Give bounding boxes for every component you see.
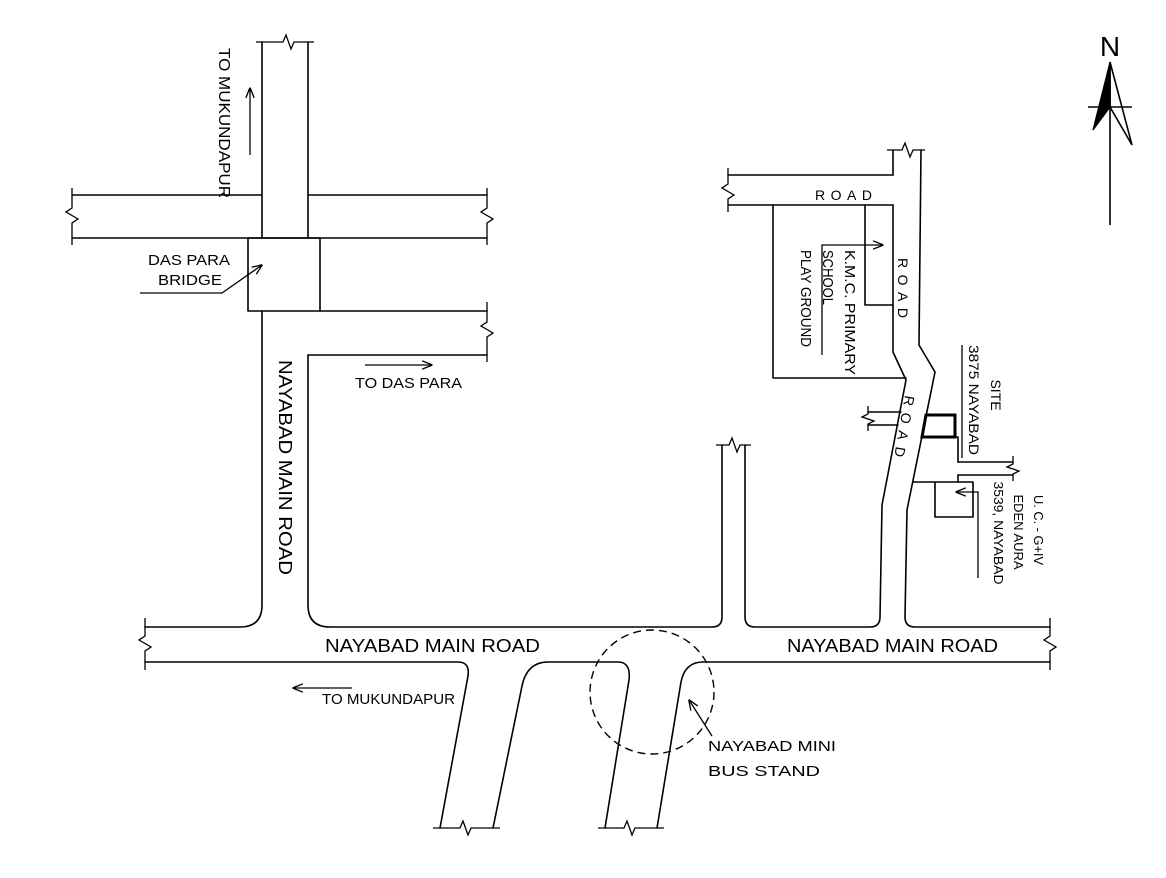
road-vertical-label: ROAD — [895, 258, 911, 318]
school-label-line3: PLAY GROUND — [797, 250, 814, 347]
south-branch-middle — [492, 661, 631, 829]
narrow-lane-break-mark — [716, 436, 751, 454]
das-para-bridge-label-line1: DAS PARA — [148, 252, 230, 269]
top-road-break-mark — [720, 168, 736, 212]
bus-stand-label-line2: BUS STAND — [708, 763, 820, 780]
to-mukundapur-north-label: TO MUKUNDAPUR — [215, 48, 232, 198]
main-road-east-break-mark — [1042, 618, 1058, 670]
eden-aura-pointer-arrow — [956, 492, 979, 578]
eden-aura-outline-annex — [934, 481, 974, 518]
to-mukundapur-west-label: TO MUKUNDAPUR — [322, 691, 455, 708]
road-north-break-mark — [887, 141, 925, 159]
bus-stand-label-line1: NAYABAD MINI — [708, 738, 836, 755]
cross-road-east-break-mark — [479, 188, 495, 245]
east-lane-break-mark — [1005, 456, 1021, 481]
north-road-break-mark — [256, 33, 314, 51]
eden-aura-label-line3: 3539, NAYABAD — [991, 482, 1006, 585]
nayabad-main-road-vertical-label: NAYABAD MAIN ROAD — [275, 360, 295, 575]
das-para-bridge — [247, 237, 321, 312]
school-label-line1: K.M.C. PRIMARY — [841, 250, 858, 375]
school-play-ground-outline — [772, 204, 907, 379]
map-labels: TO MUKUNDAPUR DAS PARA BRIDGE TO DAS PAR… — [148, 48, 1046, 780]
road-diagonal-label: ROAD — [891, 394, 918, 458]
side-lane-break-mark — [860, 406, 876, 431]
main-road-south-edge-west — [144, 661, 470, 829]
main-road-south-edge-east — [656, 661, 1051, 829]
site-plot — [920, 413, 957, 439]
direction-arrows — [140, 88, 713, 737]
south-branch-east-break-mark — [598, 819, 664, 837]
bus-stand-pointer-arrow — [689, 700, 713, 737]
north-arrow-icon: N — [1088, 31, 1133, 225]
main-road-south — [137, 618, 1058, 837]
main-road-west-break-mark — [137, 618, 153, 670]
das-para-roads — [64, 33, 723, 628]
main-road-vertical-west-edge — [144, 310, 263, 628]
nayabad-main-road-west-label: NAYABAD MAIN ROAD — [325, 636, 540, 656]
road-top-label: ROAD — [815, 187, 872, 203]
cross-road-west-break-mark — [64, 188, 80, 245]
nayabad-main-road-east-label: NAYABAD MAIN ROAD — [787, 636, 998, 656]
das-para-bridge-label-line2: BRIDGE — [158, 272, 222, 289]
north-label: N — [1100, 31, 1120, 62]
das-para-branch-break-mark — [479, 302, 495, 362]
school-label-line2: SCHOOL — [819, 250, 836, 305]
school-building-outline — [864, 204, 894, 306]
eden-aura-label-line1: U. C. - G+IV — [1031, 495, 1046, 565]
site-area — [716, 141, 1051, 628]
site-label-line1: SITE — [988, 379, 1004, 410]
eden-aura-outline-upper — [921, 436, 959, 463]
school-pointer-arrow — [821, 245, 883, 355]
to-das-para-label: TO DAS PARA — [355, 375, 462, 392]
eden-aura-label-line2: EDEN AURA — [1011, 495, 1026, 570]
narrow-lane-and-road-west-edge — [744, 204, 907, 628]
main-road-vertical-east-edge — [307, 354, 723, 628]
bus-stand-circle — [589, 629, 715, 755]
road-east-edge — [904, 149, 1051, 628]
bridge-pointer-arrow — [140, 265, 262, 294]
south-branch-west-break-mark — [433, 819, 500, 837]
site-label-line2: 3875 NAYABAD — [966, 345, 982, 455]
eden-aura-outline-lower — [912, 474, 959, 483]
